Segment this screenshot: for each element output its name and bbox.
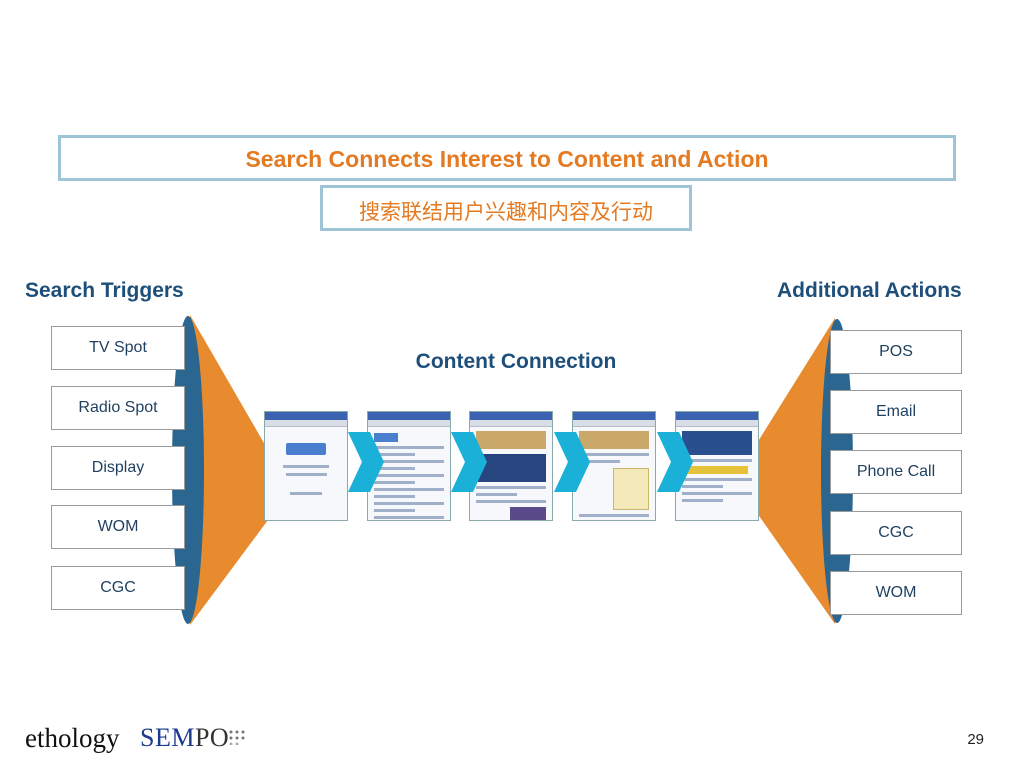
trigger-tv-spot: TV Spot [51,326,185,370]
sempo-logo-po: PO [194,723,230,752]
sempo-dots-icon [229,730,245,745]
title-frame [58,135,956,181]
flow-arrow-2 [451,432,487,492]
right-funnel-orange [757,318,835,624]
content-connection-heading: Content Connection [415,350,617,373]
trigger-radio-spot: Radio Spot [51,386,185,430]
sempo-logo-sem: SEM [140,723,195,752]
slide-subtitle: 搜索联结用户兴趣和内容及行动 [359,200,653,224]
subtitle-frame [320,185,692,231]
action-email: Email [830,390,962,434]
page-number: 29 [967,731,984,748]
trigger-display: Display [51,446,185,490]
trigger-cgc: CGC [51,566,185,610]
screenshot-google-search [264,411,348,521]
flow-arrow-3 [554,432,590,492]
trigger-wom: WOM [51,505,185,549]
action-wom: WOM [830,571,962,615]
sempo-logo: SEMPO [140,723,229,753]
flow-arrow-1 [348,432,384,492]
action-phone-call: Phone Call [830,450,962,494]
left-funnel-orange [190,315,268,625]
search-triggers-heading: Search Triggers [25,279,184,302]
action-cgc: CGC [830,511,962,555]
flow-arrow-4 [657,432,693,492]
slide-title: Search Connects Interest to Content and … [245,146,769,172]
additional-actions-heading: Additional Actions [777,279,962,302]
action-pos: POS [830,330,962,374]
ethology-logo: ethology [25,723,120,753]
screenshot-landing-page [469,411,553,521]
